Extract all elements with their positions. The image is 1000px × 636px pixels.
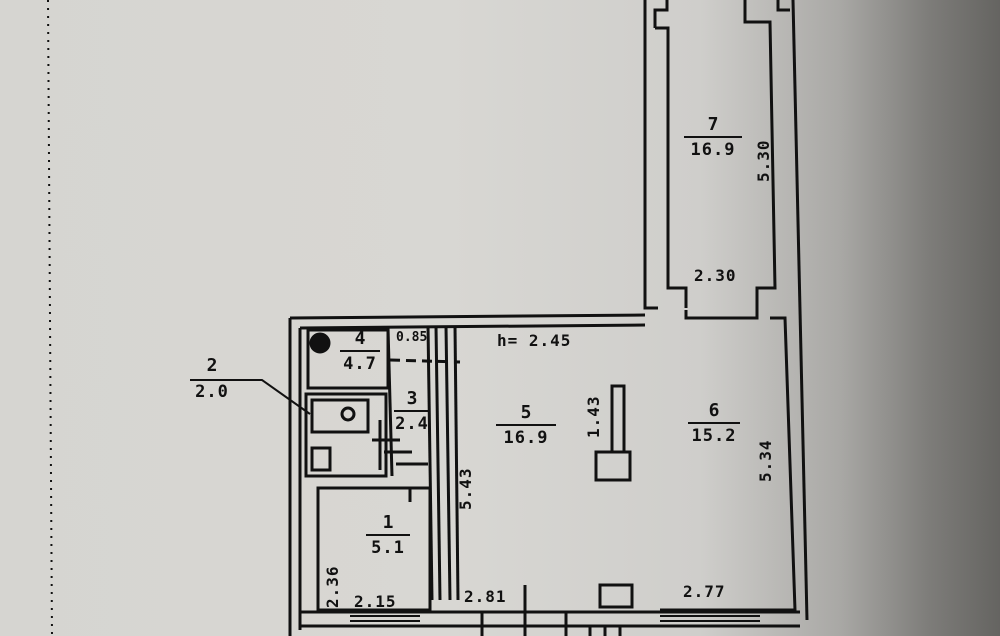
room-6-number: 6	[708, 400, 720, 421]
dim-room5-width: 2.81	[464, 587, 507, 606]
dim-partition-length: 1.43	[584, 395, 603, 438]
room7-inner-right-wall	[743, 0, 777, 310]
room-2-number: 2	[206, 355, 218, 376]
room-5-number: 5	[520, 402, 532, 423]
room-4-label: 4 4.7	[340, 328, 380, 374]
bath-fixture-icon	[309, 332, 331, 354]
room-2-area: 2.0	[195, 382, 229, 402]
dim-room7-width: 2.30	[694, 266, 737, 285]
ceiling-height-label: h= 2.45	[497, 331, 572, 350]
dim-room5-length: 5.43	[456, 467, 475, 510]
top-outer-wall	[289, 313, 646, 320]
room-4-area: 4.7	[343, 354, 377, 374]
room-7-area: 16.9	[690, 140, 736, 160]
room-1-area: 5.1	[371, 538, 405, 558]
dim-room7-length: 5.30	[754, 139, 773, 182]
room-3-area: 2.4	[395, 414, 429, 434]
room-7-number: 7	[707, 114, 719, 135]
room-6-label: 6 15.2	[688, 400, 740, 446]
room-4-number: 4	[354, 328, 366, 349]
room5-left-wall	[444, 325, 452, 601]
room1-walls	[316, 486, 432, 612]
room-6-area: 15.2	[691, 426, 737, 446]
room2-leader-line	[190, 379, 311, 415]
right-outer-wall	[791, 0, 809, 621]
dim-room6-length: 5.34	[756, 439, 775, 482]
room7-inner-left-wall	[655, 26, 688, 308]
room-2-label: 2 2.0	[190, 355, 234, 402]
room-5-area: 16.9	[503, 428, 549, 448]
room-7-label: 7 16.9	[684, 114, 742, 160]
margin-line	[47, 0, 53, 636]
dim-room1-length: 2.36	[323, 565, 342, 608]
dim-room6-width: 2.77	[683, 582, 726, 601]
room-5-label: 5 16.9	[496, 402, 556, 448]
dim-room1-width: 2.15	[354, 592, 397, 611]
dim-corridor-width: 0.85	[396, 330, 428, 345]
room7-outer-left-wall	[643, 0, 658, 310]
room2-walls	[304, 392, 388, 478]
partition-post	[610, 384, 626, 454]
room-1-number: 1	[382, 512, 394, 533]
room-3-label: 3 2.4	[394, 388, 430, 434]
room-3-number: 3	[406, 388, 418, 409]
room-1-label: 1 5.1	[366, 512, 410, 558]
